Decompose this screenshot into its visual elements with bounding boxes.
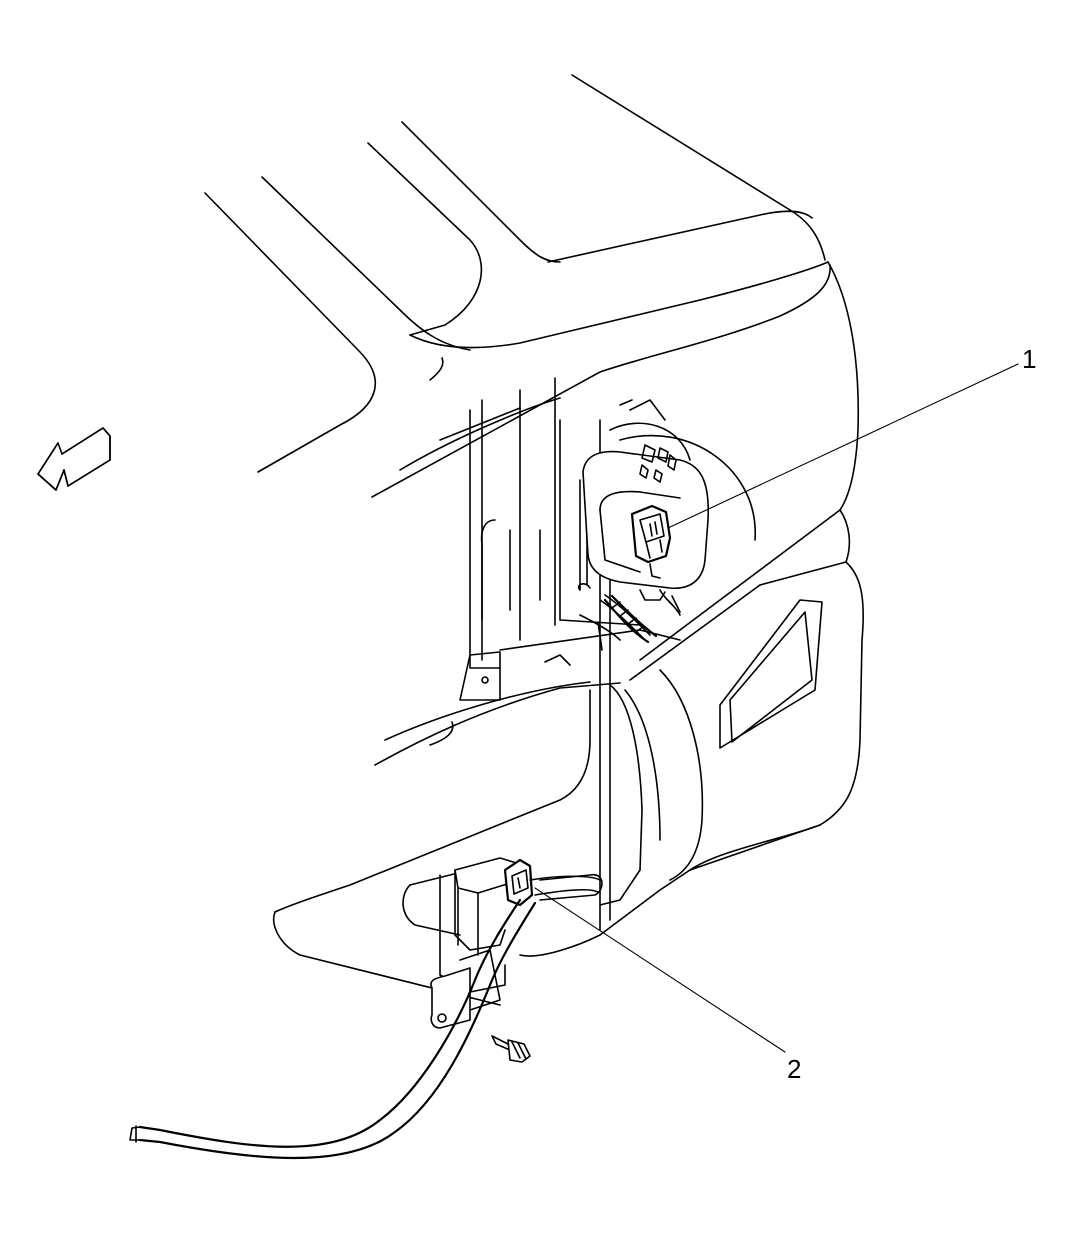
inner-structure — [374, 377, 756, 931]
sensor-1 — [630, 504, 672, 579]
callout-1-leader — [667, 363, 1019, 529]
fender-outline — [629, 261, 865, 871]
callout-2-leader — [534, 887, 786, 1053]
bolt-icon — [491, 1035, 531, 1063]
forward-direction-arrow-icon — [37, 427, 111, 491]
cable — [129, 898, 537, 1160]
callout-1-label: 1 — [1022, 344, 1036, 374]
hood-outline — [204, 74, 831, 498]
lower-body-outline — [273, 689, 691, 1006]
module-2 — [430, 857, 601, 1029]
wire-harness — [577, 583, 658, 651]
callout-2-label: 2 — [787, 1054, 801, 1084]
